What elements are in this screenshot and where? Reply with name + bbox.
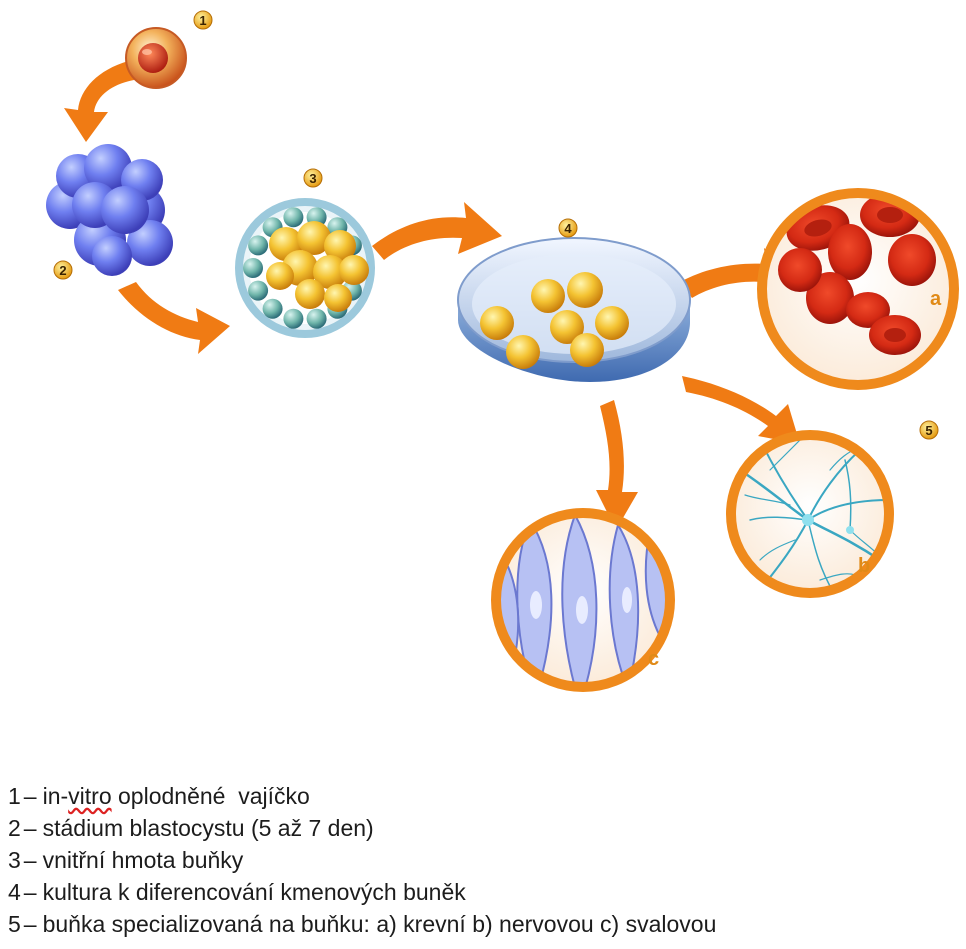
legend-text: kultura k diferencování kmenových buněk [43,879,466,905]
badge-4: 4 [559,219,577,237]
legend-text: buňka specializovaná na buňku: a) krevní… [43,911,717,937]
fertilized-egg [126,28,186,88]
trophoblast-cell [248,235,268,255]
legend-item-4: 4–kultura k diferencování kmenových buně… [8,876,958,908]
legend-misspelled-word: vitro [68,783,111,809]
legend-number: 5 [8,908,21,940]
petri-dish [458,238,690,382]
legend: 1–in-vitro oplodněné vajíčko 2–stádium b… [8,780,958,940]
legend-item-2: 2–stádium blastocystu (5 až 7 den) [8,812,958,844]
circle-b-label: b [858,555,870,577]
circle-c-label: c [648,648,659,670]
legend-item-1: 1–in-vitro oplodněné vajíčko [8,780,958,812]
legend-text: stádium blastocystu (5 až 7 den) [43,815,374,841]
legend-text: in- [43,783,69,809]
stem-cell-diagram: a b c 1 2 3 4 5 [0,0,966,730]
legend-number: 1 [8,780,21,812]
legend-number: 4 [8,876,21,908]
circle-c-muscle-cells [496,513,670,705]
legend-item-5: 5–buňka specializovaná na buňku: a) krev… [8,908,958,940]
badge-2: 2 [54,261,72,279]
arrow-3-to-4 [372,202,502,260]
legend-item-3: 3–vnitřní hmota buňky [8,844,958,876]
legend-dash: – [24,812,37,844]
legend-dash: – [24,844,37,876]
trophoblast-cell [283,207,303,227]
arrow-2-to-3 [118,282,230,354]
legend-number: 2 [8,812,21,844]
trophoblast-cell [248,281,268,301]
arrow-4-to-b [682,376,800,444]
badge-1-text: 1 [199,13,206,28]
badge-1: 1 [194,11,212,29]
badge-5: 5 [920,421,938,439]
trophoblast-cell [283,309,303,329]
badge-3: 3 [304,169,322,187]
trophoblast-cell [307,309,327,329]
legend-dash: – [24,908,37,940]
circle-a-blood-cells [762,193,954,385]
legend-text: oplodněné vajíčko [112,783,310,809]
badge-5-text: 5 [925,423,932,438]
circle-a-label: a [930,288,942,310]
badge-3-text: 3 [309,171,316,186]
trophoblast-cell [263,299,283,319]
badge-2-text: 2 [59,263,66,278]
legend-number: 3 [8,844,21,876]
legend-dash: – [24,780,37,812]
arrow-1-to-2 [64,60,134,142]
trophoblast-cell [243,258,263,278]
legend-dash: – [24,876,37,908]
badge-4-text: 4 [564,221,572,236]
blastocyst [239,202,371,334]
morula-cluster [46,144,173,276]
legend-text: vnitřní hmota buňky [43,847,244,873]
